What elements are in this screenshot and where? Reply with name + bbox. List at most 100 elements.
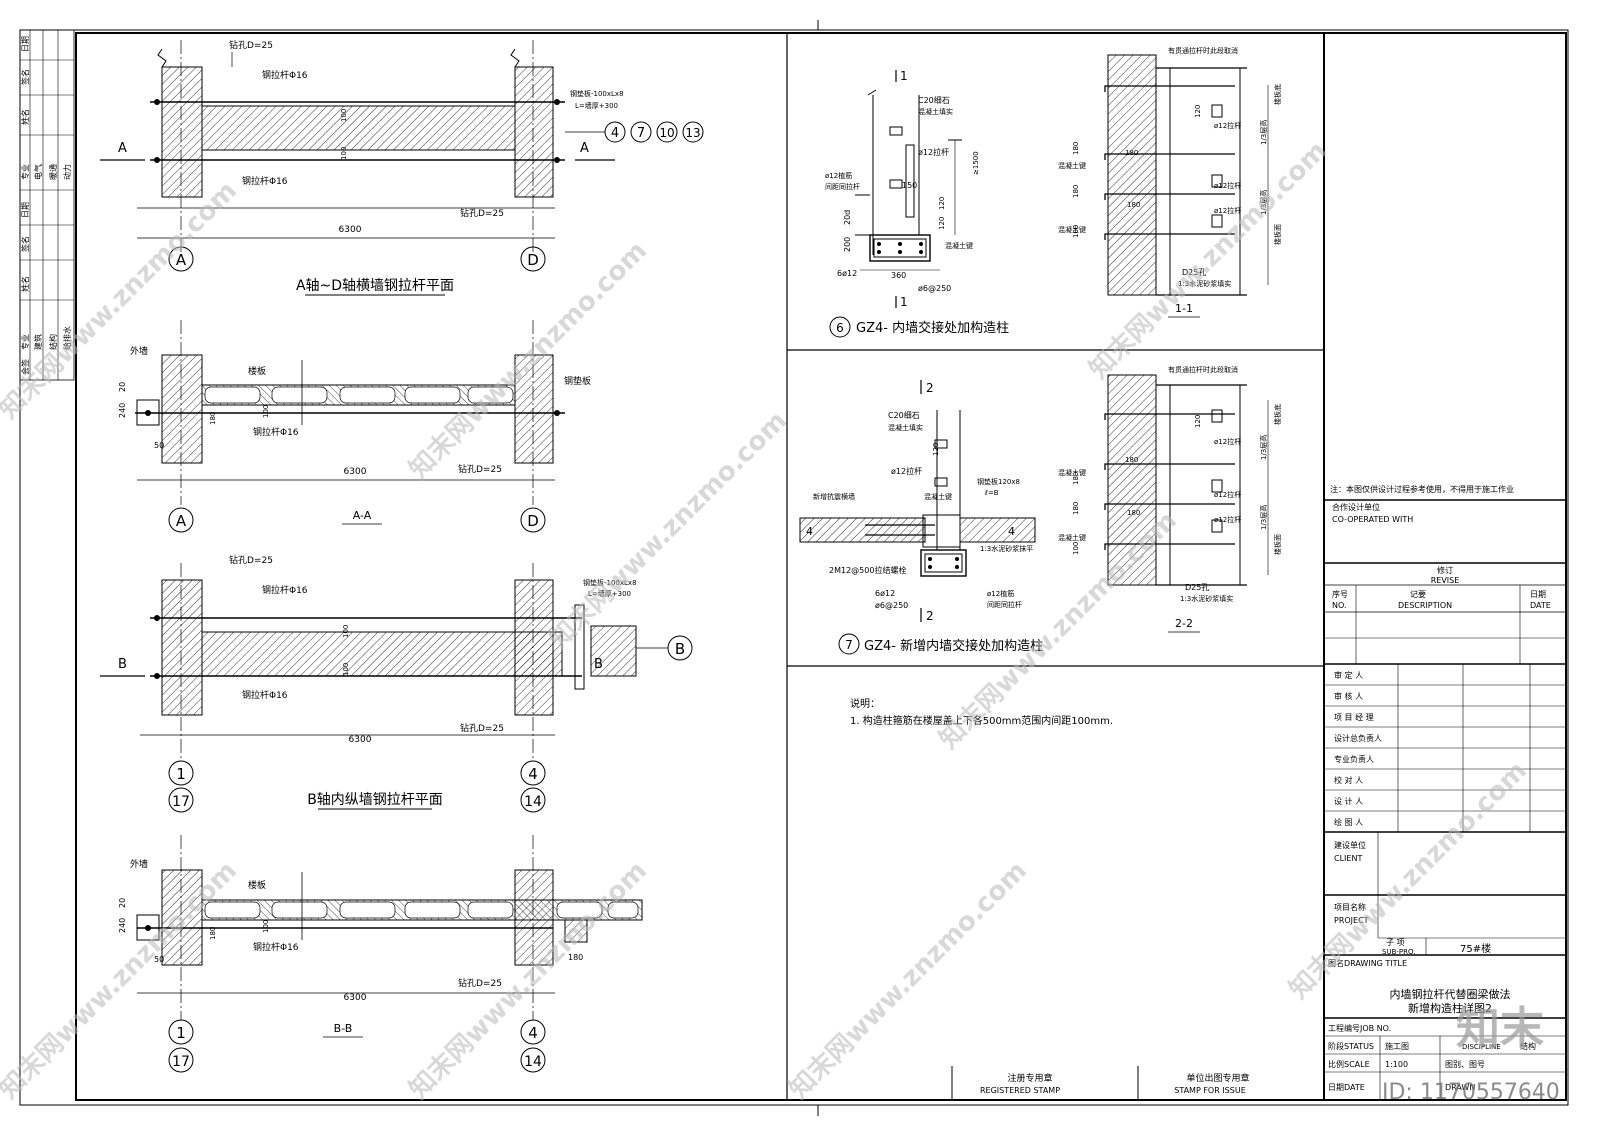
svg-text:注册专用章: 注册专用章	[1007, 1072, 1052, 1084]
svg-text:日期: 日期	[1530, 590, 1546, 599]
svg-text:ø6@250: ø6@250	[875, 601, 908, 610]
svg-text:ø12拉杆: ø12拉杆	[1214, 490, 1241, 499]
svg-text:ø12拉杆: ø12拉杆	[1214, 437, 1241, 446]
svg-text:6300: 6300	[349, 735, 372, 745]
svg-text:外墙: 外墙	[130, 345, 148, 357]
svg-text:混凝土填实: 混凝土填实	[918, 107, 953, 116]
svg-text:楼板面: 楼板面	[1273, 534, 1282, 555]
brand-logo: 知末	[1456, 1003, 1544, 1054]
svg-text:1: 1	[900, 295, 908, 309]
svg-text:楼板: 楼板	[248, 365, 266, 377]
svg-text:240: 240	[118, 918, 127, 933]
svg-text:DRAWN: DRAWN	[1445, 1083, 1475, 1092]
section-1-1-title: 1-1	[1175, 302, 1193, 315]
svg-text:楼板底: 楼板底	[1273, 404, 1282, 425]
svg-text:B: B	[675, 640, 685, 658]
svg-text:ø12植筋: ø12植筋	[825, 171, 852, 180]
watermark-id: ID: 1170557640	[1382, 1080, 1560, 1105]
svg-text:100: 100	[1072, 225, 1080, 238]
svg-text:REGISTERED STAMP: REGISTERED STAMP	[980, 1086, 1060, 1095]
svg-text:A: A	[176, 251, 187, 269]
svg-text:1:3水泥砂浆填实: 1:3水泥砂浆填实	[1178, 279, 1231, 288]
svg-text:120: 120	[938, 197, 946, 210]
svg-text:20: 20	[118, 898, 127, 908]
svg-text:1:100: 1:100	[1385, 1060, 1408, 1069]
svg-text:间距同拉杆: 间距同拉杆	[825, 182, 860, 191]
svg-text:180: 180	[568, 953, 583, 962]
svg-text:审 定 人: 审 定 人	[1334, 670, 1363, 680]
signoff-strip: 日期 签名 姓名 专业 电气 暖通 动力 日期 签名 姓名 专业 建筑 结构 给…	[19, 29, 75, 381]
svg-text:180: 180	[1072, 185, 1080, 198]
svg-text:专业负责人: 专业负责人	[1334, 754, 1374, 764]
svg-text:钢拉杆Φ16: 钢拉杆Φ16	[242, 689, 288, 701]
svg-text:日期: 日期	[21, 202, 30, 218]
svg-text:钢垫板: 钢垫板	[564, 375, 591, 387]
detail-7-view: 2 2 C20细石 混凝土填实 ø12拉杆 混凝土键 钢垫板120x8 ℓ=B …	[799, 365, 1282, 655]
svg-text:2: 2	[926, 381, 934, 395]
svg-text:外墙: 外墙	[130, 858, 148, 870]
svg-text:150: 150	[902, 181, 917, 190]
svg-text:混凝土键: 混凝土键	[1058, 468, 1086, 477]
svg-text:DATE: DATE	[1530, 601, 1551, 610]
svg-text:14: 14	[524, 1054, 542, 1070]
svg-text:钻孔D=25: 钻孔D=25	[458, 463, 502, 475]
svg-text:钢拉杆Φ16: 钢拉杆Φ16	[262, 584, 308, 596]
svg-text:360: 360	[891, 271, 906, 280]
svg-text:C20细石: C20细石	[888, 410, 920, 420]
svg-text:180: 180	[1072, 502, 1080, 515]
svg-text:10: 10	[659, 126, 674, 140]
svg-text:有贯通拉杆时此段取消: 有贯通拉杆时此段取消	[1168, 46, 1238, 55]
svg-text:100: 100	[342, 625, 350, 638]
svg-text:20: 20	[118, 382, 127, 392]
svg-text:1:3水泥砂浆填实: 1:3水泥砂浆填实	[1180, 594, 1233, 603]
svg-text:A: A	[580, 141, 589, 156]
svg-text:7: 7	[845, 638, 853, 652]
detail-6-view: 1 1 C20细石 混凝土填实 ø12拉杆 ø12植筋 间距同拉杆 150 12…	[825, 46, 1282, 338]
svg-text:120: 120	[1194, 415, 1202, 428]
section-2-2-title: 2-2	[1175, 617, 1193, 630]
svg-text:1/3层高: 1/3层高	[1259, 190, 1268, 215]
svg-text:13: 13	[685, 126, 700, 140]
svg-text:混凝土键: 混凝土键	[1058, 533, 1086, 542]
svg-text:修订: 修订	[1437, 565, 1453, 575]
svg-text:结构: 结构	[1520, 1041, 1536, 1051]
svg-text:≥1500: ≥1500	[972, 151, 980, 175]
svg-text:合作设计单位: 合作设计单位	[1332, 502, 1380, 512]
svg-text:50: 50	[154, 441, 164, 450]
svg-text:100: 100	[262, 920, 270, 933]
svg-text:6ø12: 6ø12	[837, 269, 857, 278]
svg-text:CO-OPERATED WITH: CO-OPERATED WITH	[1332, 515, 1413, 524]
svg-text:6300: 6300	[344, 467, 367, 477]
svg-text:1: 1	[900, 69, 908, 83]
svg-text:建筑: 建筑	[33, 334, 43, 350]
svg-text:7: 7	[637, 126, 645, 141]
svg-text:A: A	[176, 512, 187, 530]
svg-text:120: 120	[1194, 105, 1202, 118]
svg-text:180: 180	[1072, 472, 1080, 485]
svg-text:ø12拉杆: ø12拉杆	[891, 466, 922, 476]
plan-a-view: 6300 A A 钻孔D=25 钢拉杆Φ16 钢拉杆Φ16 钻孔D=25 钢垫板…	[100, 39, 704, 296]
svg-text:1. 构造柱箍筋在楼屋盖上下各500mm范围内间距100mm: 1. 构造柱箍筋在楼屋盖上下各500mm范围内间距100mm.	[850, 714, 1113, 727]
inner-frame	[75, 32, 1567, 1101]
svg-text:L=墙厚+300: L=墙厚+300	[588, 589, 631, 598]
svg-text:4: 4	[528, 765, 538, 783]
svg-text:日期: 日期	[21, 36, 30, 52]
svg-text:绘 图 人: 绘 图 人	[1334, 817, 1363, 827]
svg-text:2: 2	[926, 609, 934, 623]
svg-text:180: 180	[1125, 456, 1138, 464]
outer-frame	[19, 29, 1569, 1106]
svg-text:说明：: 说明：	[850, 697, 880, 710]
svg-text:PROJECT: PROJECT	[1334, 916, 1369, 925]
svg-text:姓名: 姓名	[20, 276, 30, 292]
svg-text:200: 200	[843, 237, 852, 252]
svg-text:序号: 序号	[1332, 589, 1348, 599]
svg-text:180: 180	[209, 927, 217, 940]
svg-text:100: 100	[340, 147, 348, 160]
svg-text:混凝土填实: 混凝土填实	[888, 423, 923, 432]
stamp-area: 注册专用章 REGISTERED STAMP 单位出图专用章 STAMP FOR…	[951, 1066, 1250, 1100]
section-a-view: 6300 外墙 楼板 钢垫板 钢拉杆Φ16 钻孔D=25 240 20 50 1…	[118, 320, 591, 533]
svg-text:20d: 20d	[843, 210, 852, 225]
svg-text:知末网www.znzmo.com: 知末网www.znzmo.com	[784, 856, 1033, 1105]
svg-text:4: 4	[806, 525, 813, 538]
detail-6-title: GZ4- 内墙交接处加构造柱	[856, 320, 1009, 336]
